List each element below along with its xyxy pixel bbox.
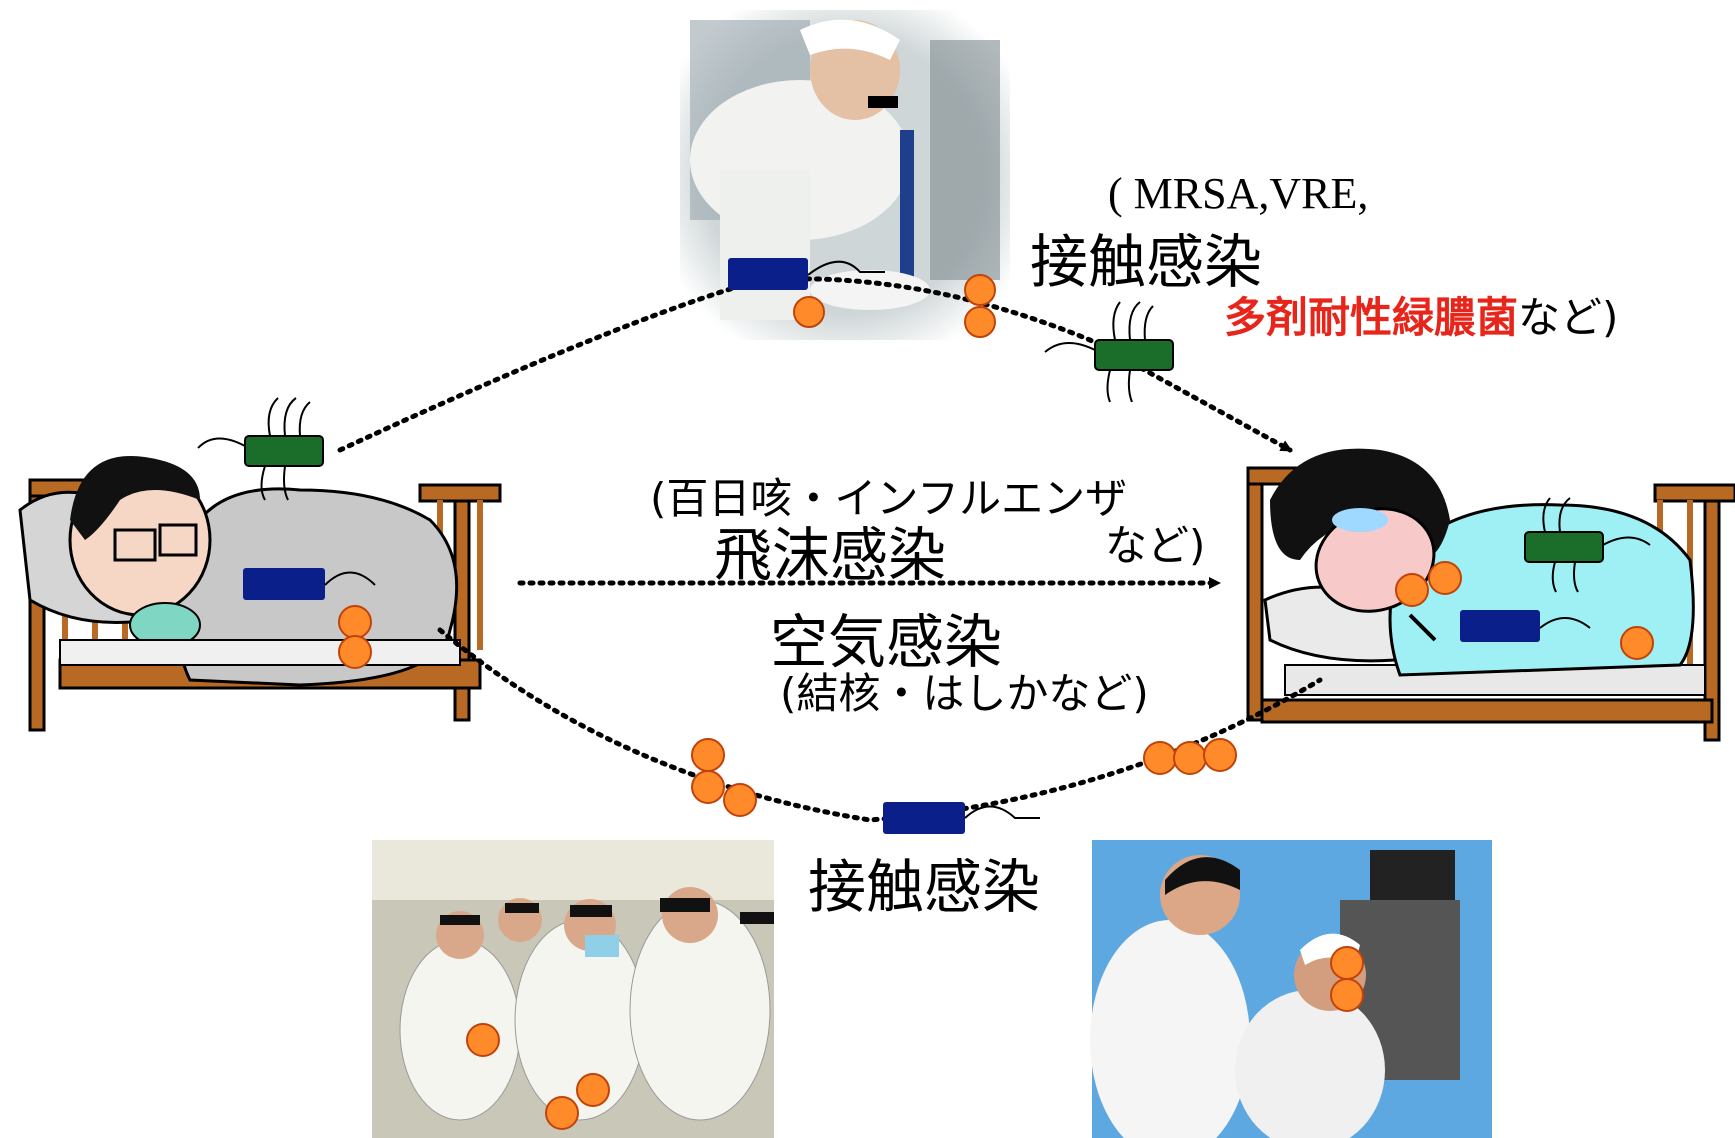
droplet bbox=[691, 770, 725, 804]
airborne-examples: (結核・はしかなど) bbox=[780, 669, 1149, 718]
droplet bbox=[793, 296, 825, 328]
droplet-title: 飛沫感染 bbox=[714, 521, 947, 589]
nurse-photo bbox=[680, 10, 1010, 340]
contact-top-examples: 多剤耐性緑膿菌など) bbox=[1224, 284, 1618, 345]
bacterium-green-left bbox=[197, 397, 324, 501]
droplet bbox=[964, 306, 996, 338]
bacterium-blue-right bbox=[1460, 610, 1591, 642]
contact-top-title: 接触感染 bbox=[1030, 228, 1263, 296]
droplet bbox=[1395, 573, 1429, 607]
susceptible-patient-right bbox=[1246, 448, 1735, 742]
droplet bbox=[1203, 738, 1237, 772]
droplet bbox=[1620, 626, 1654, 660]
bandaging-photo bbox=[1090, 840, 1492, 1138]
droplet bbox=[1143, 741, 1177, 775]
bacterium-blue-left bbox=[243, 568, 376, 600]
bacterium-green-right bbox=[1524, 497, 1651, 593]
droplet bbox=[691, 738, 725, 772]
droplet bbox=[338, 635, 372, 669]
bacterium-green-top bbox=[1044, 301, 1174, 403]
droplet bbox=[723, 783, 757, 817]
bacterium-blue-top bbox=[728, 258, 885, 290]
droplet bbox=[338, 605, 372, 639]
airborne-title: 空気感染 bbox=[770, 608, 1003, 676]
eye-censor-bar bbox=[868, 96, 898, 108]
entry-arrow bbox=[1408, 613, 1437, 642]
droplet-examples-line2: など) bbox=[1105, 521, 1206, 570]
infected-patient-left bbox=[18, 456, 502, 732]
droplet-examples-line1: (百日咳・インフルエンザ bbox=[650, 474, 1128, 523]
contact-top-suffix: など) bbox=[1518, 293, 1619, 342]
bacterium-blue-bottom bbox=[883, 802, 1040, 834]
contact-top-red-text: 多剤耐性緑膿菌 bbox=[1224, 293, 1519, 342]
contact-bottom-title: 接触感染 bbox=[808, 853, 1041, 921]
contact-top-pathogens: ( MRSA,VRE, bbox=[1108, 169, 1369, 218]
doctors-group-photo bbox=[372, 840, 774, 1138]
droplet bbox=[1428, 561, 1462, 595]
droplet bbox=[964, 274, 996, 306]
droplet bbox=[1173, 741, 1207, 775]
droplets bbox=[338, 274, 1654, 817]
